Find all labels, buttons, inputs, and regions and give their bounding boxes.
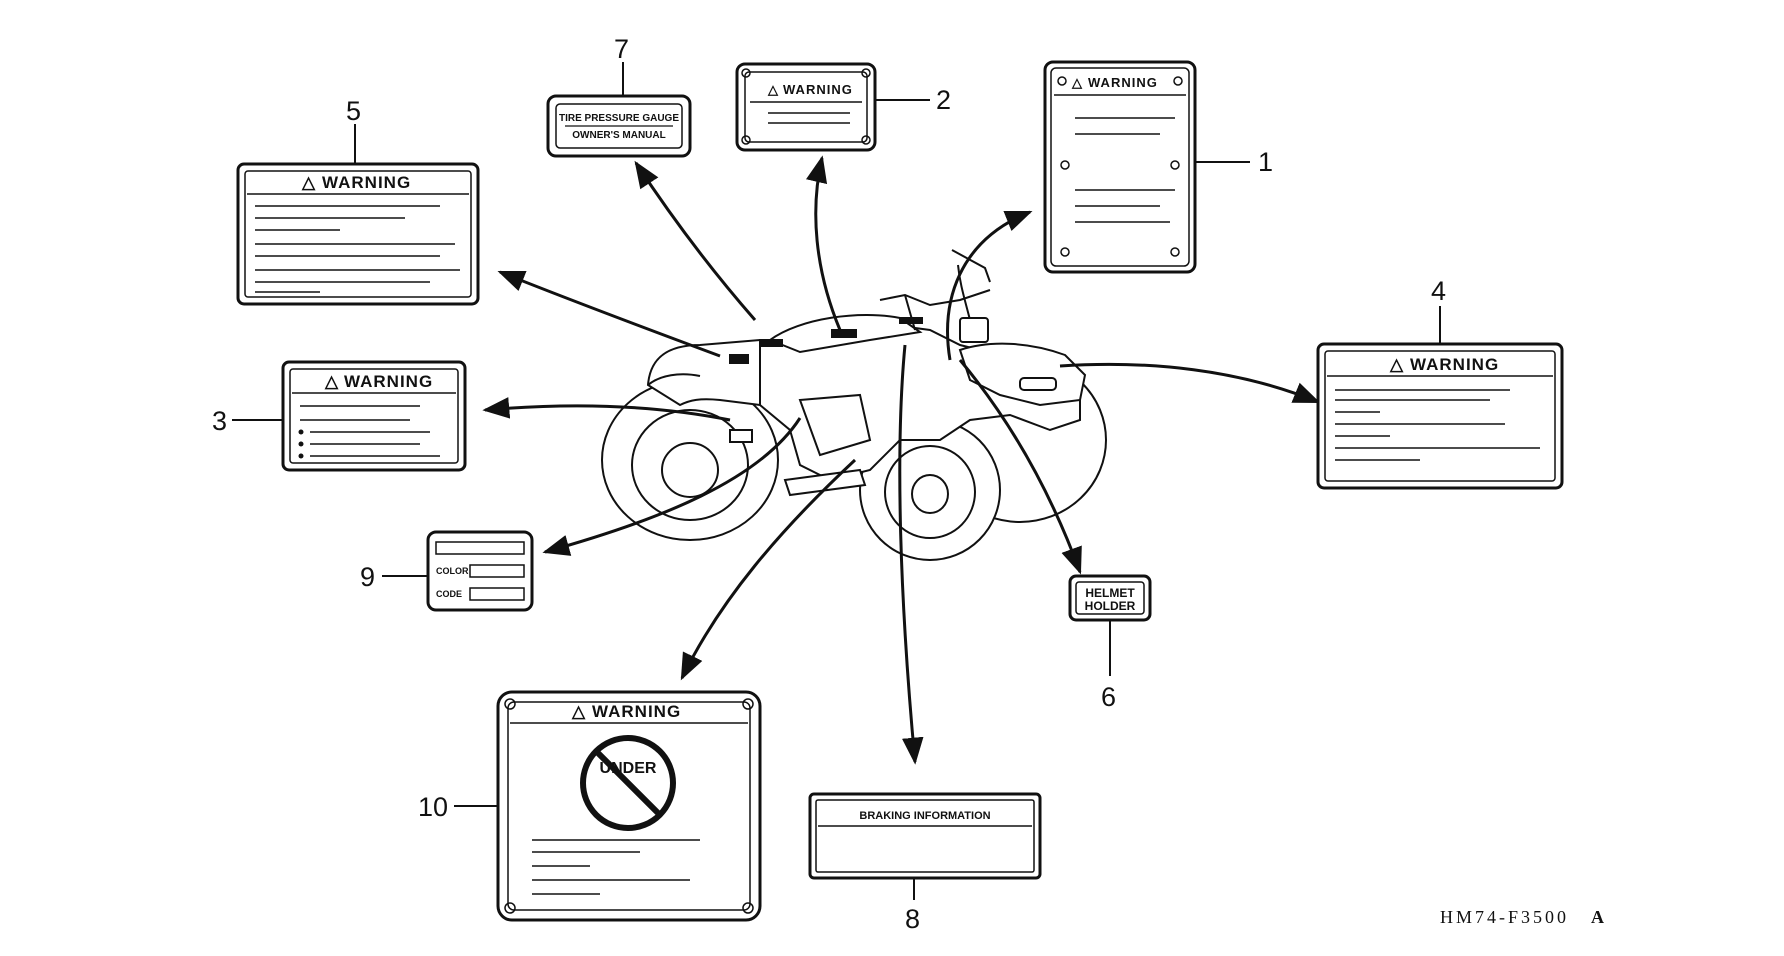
- decal-4-warning: WARNING: [1410, 355, 1499, 374]
- decal-8: BRAKING INFORMATION 8: [808, 792, 1042, 934]
- decal-7-line2: OWNER'S MANUAL: [572, 130, 665, 141]
- decal-3: △ WARNING 3: [212, 360, 467, 472]
- arrow-to-label-6: [958, 359, 1082, 575]
- arrow-to-label-10: [680, 458, 857, 681]
- screw-hole-icon: [1057, 76, 1067, 86]
- arrow-to-label-1: [946, 210, 1033, 361]
- decal-3-warning: WARNING: [344, 372, 433, 391]
- part-code: HM74-F3500: [1440, 907, 1569, 927]
- decal-1: △ WARNING 1: [1043, 60, 1273, 274]
- arrow-to-label-3: [482, 397, 731, 422]
- callout-8: 8: [905, 904, 920, 934]
- screw-hole-icon: [1173, 76, 1183, 86]
- decal-9: COLOR CODE 9: [360, 530, 534, 612]
- callout-2: 2: [936, 85, 951, 115]
- arrow-to-label-7: [634, 160, 757, 321]
- decal-10-symbol-text: UNDER: [600, 760, 657, 777]
- atv-illustration: [601, 249, 1107, 561]
- callout-6: 6: [1101, 682, 1116, 712]
- svg-text:△: △: [301, 173, 316, 192]
- svg-text:△: △: [767, 82, 779, 97]
- decal-6: HELMET HOLDER 6: [1068, 574, 1152, 712]
- decal-9-color-label: COLOR: [436, 566, 469, 576]
- arrow-to-label-9: [542, 417, 802, 556]
- decal-2-warning: WARNING: [783, 82, 853, 97]
- callout-7: 7: [614, 34, 629, 64]
- svg-text:△: △: [324, 372, 339, 391]
- arrow-to-label-4: [1059, 362, 1321, 404]
- callout-1: 1: [1258, 147, 1273, 177]
- decal-10-warning: WARNING: [592, 702, 681, 721]
- callout-5: 5: [346, 96, 361, 126]
- decal-5-warning: WARNING: [322, 173, 411, 192]
- decal-2: △ WARNING 2: [735, 62, 951, 152]
- svg-text:△: △: [1071, 75, 1083, 90]
- decal-6-line1: HELMET: [1085, 586, 1135, 600]
- callout-3: 3: [212, 406, 227, 436]
- callout-10: 10: [418, 792, 448, 822]
- svg-text:△: △: [571, 702, 586, 721]
- decal-4: △ WARNING 4: [1316, 276, 1564, 490]
- svg-text:△: △: [1389, 355, 1404, 374]
- arrow-to-label-8: [898, 344, 924, 765]
- decal-6-line2: HOLDER: [1085, 599, 1136, 613]
- arrow-to-label-5: [497, 270, 721, 358]
- decal-1-warning: WARNING: [1088, 75, 1158, 90]
- decal-8-title: BRAKING INFORMATION: [859, 810, 990, 822]
- callout-4: 4: [1431, 276, 1446, 306]
- decal-7-line1: TIRE PRESSURE GAUGE: [559, 113, 679, 124]
- decal-10: △ WARNING UNDER 10: [418, 690, 762, 922]
- arrow-to-label-2: [806, 155, 842, 331]
- decal-5: △ WARNING 5: [236, 96, 480, 306]
- callout-9: 9: [360, 562, 375, 592]
- decal-9-code-label: CODE: [436, 589, 462, 599]
- leader-arrows: [482, 155, 1321, 765]
- decal-7: TIRE PRESSURE GAUGE OWNER'S MANUAL 7: [546, 34, 692, 158]
- part-code-suffix: A: [1591, 907, 1607, 927]
- no-under-icon: [580, 735, 676, 831]
